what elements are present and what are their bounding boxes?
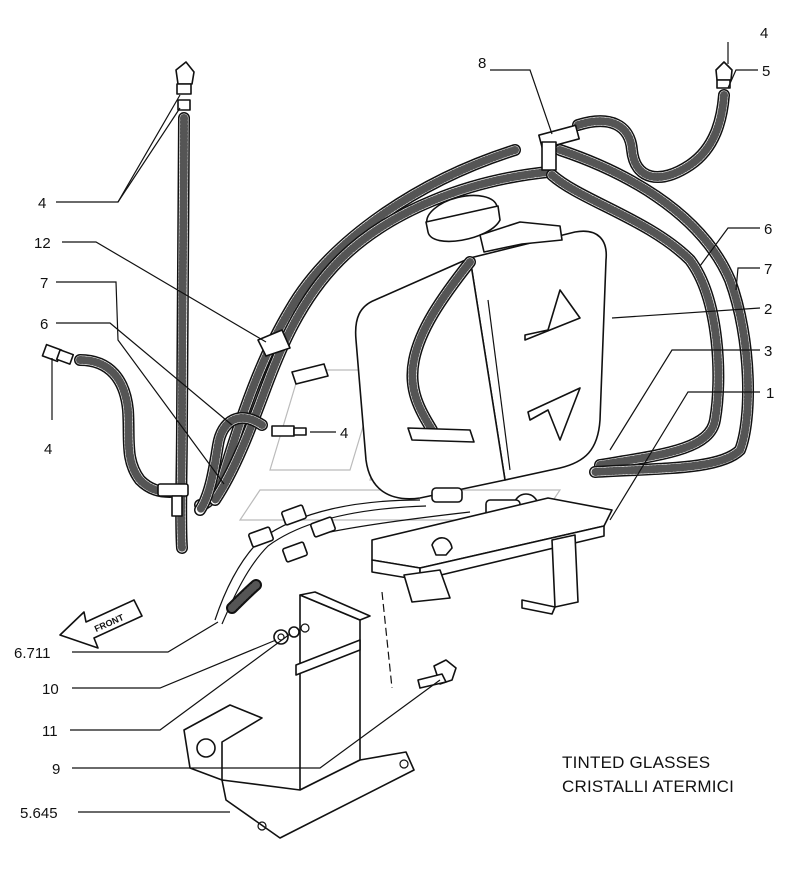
label-5: 5 (762, 63, 770, 80)
label-6-left: 6 (40, 316, 48, 333)
label-9: 9 (52, 761, 60, 778)
tank-strap (406, 256, 476, 443)
label-6-711: 6.711 (14, 645, 50, 662)
hose-6-left (194, 411, 268, 516)
label-2: 2 (764, 301, 772, 318)
label-6-right: 6 (764, 221, 772, 238)
hose-left-short (74, 354, 176, 498)
bolt-9 (417, 659, 457, 689)
t-fitting-8 (538, 124, 580, 171)
nozzle-top-right (715, 61, 733, 89)
label-10: 10 (42, 681, 59, 698)
mounting-bracket (183, 591, 415, 839)
washer-tank (354, 194, 607, 500)
fitting-left-4 (41, 343, 75, 365)
label-4-left: 4 (44, 441, 52, 458)
fitting-center-4 (271, 425, 307, 437)
caption-line-2: CRISTALLI ATERMICI (562, 777, 734, 796)
front-direction-arrow: FRONT (59, 599, 143, 649)
label-4-center: 4 (340, 425, 348, 442)
label-7-left: 7 (40, 275, 48, 292)
label-11: 11 (42, 723, 58, 740)
label-5-645: 5.645 (20, 805, 58, 822)
t-fitting-lower-left (157, 483, 189, 517)
clip-12 (257, 329, 329, 385)
hose-7-right (554, 144, 755, 478)
label-4-top-right: 4 (760, 25, 768, 42)
hose-6-right (546, 169, 725, 471)
label-1: 1 (766, 385, 774, 402)
wiring-harness (214, 499, 471, 625)
label-12: 12 (34, 235, 51, 252)
leader-lines (51, 42, 761, 813)
label-4-top-left: 4 (38, 195, 46, 212)
label-7-right: 7 (764, 261, 772, 278)
label-8: 8 (478, 55, 486, 72)
nozzle-top-left (175, 61, 195, 111)
hose-right-top (572, 89, 730, 183)
washer-11 (288, 623, 310, 638)
caption: TINTED GLASSES CRISTALLI ATERMICI (562, 753, 734, 796)
callout-labels: 4 5 8 4 12 7 6 4 4 6 7 2 3 1 6.711 10 11… (14, 25, 774, 822)
tank-tray (371, 497, 613, 615)
caption-line-1: TINTED GLASSES (562, 753, 710, 772)
label-3: 3 (764, 343, 772, 360)
hose-inner-arc (209, 166, 554, 506)
hoses (74, 89, 755, 554)
